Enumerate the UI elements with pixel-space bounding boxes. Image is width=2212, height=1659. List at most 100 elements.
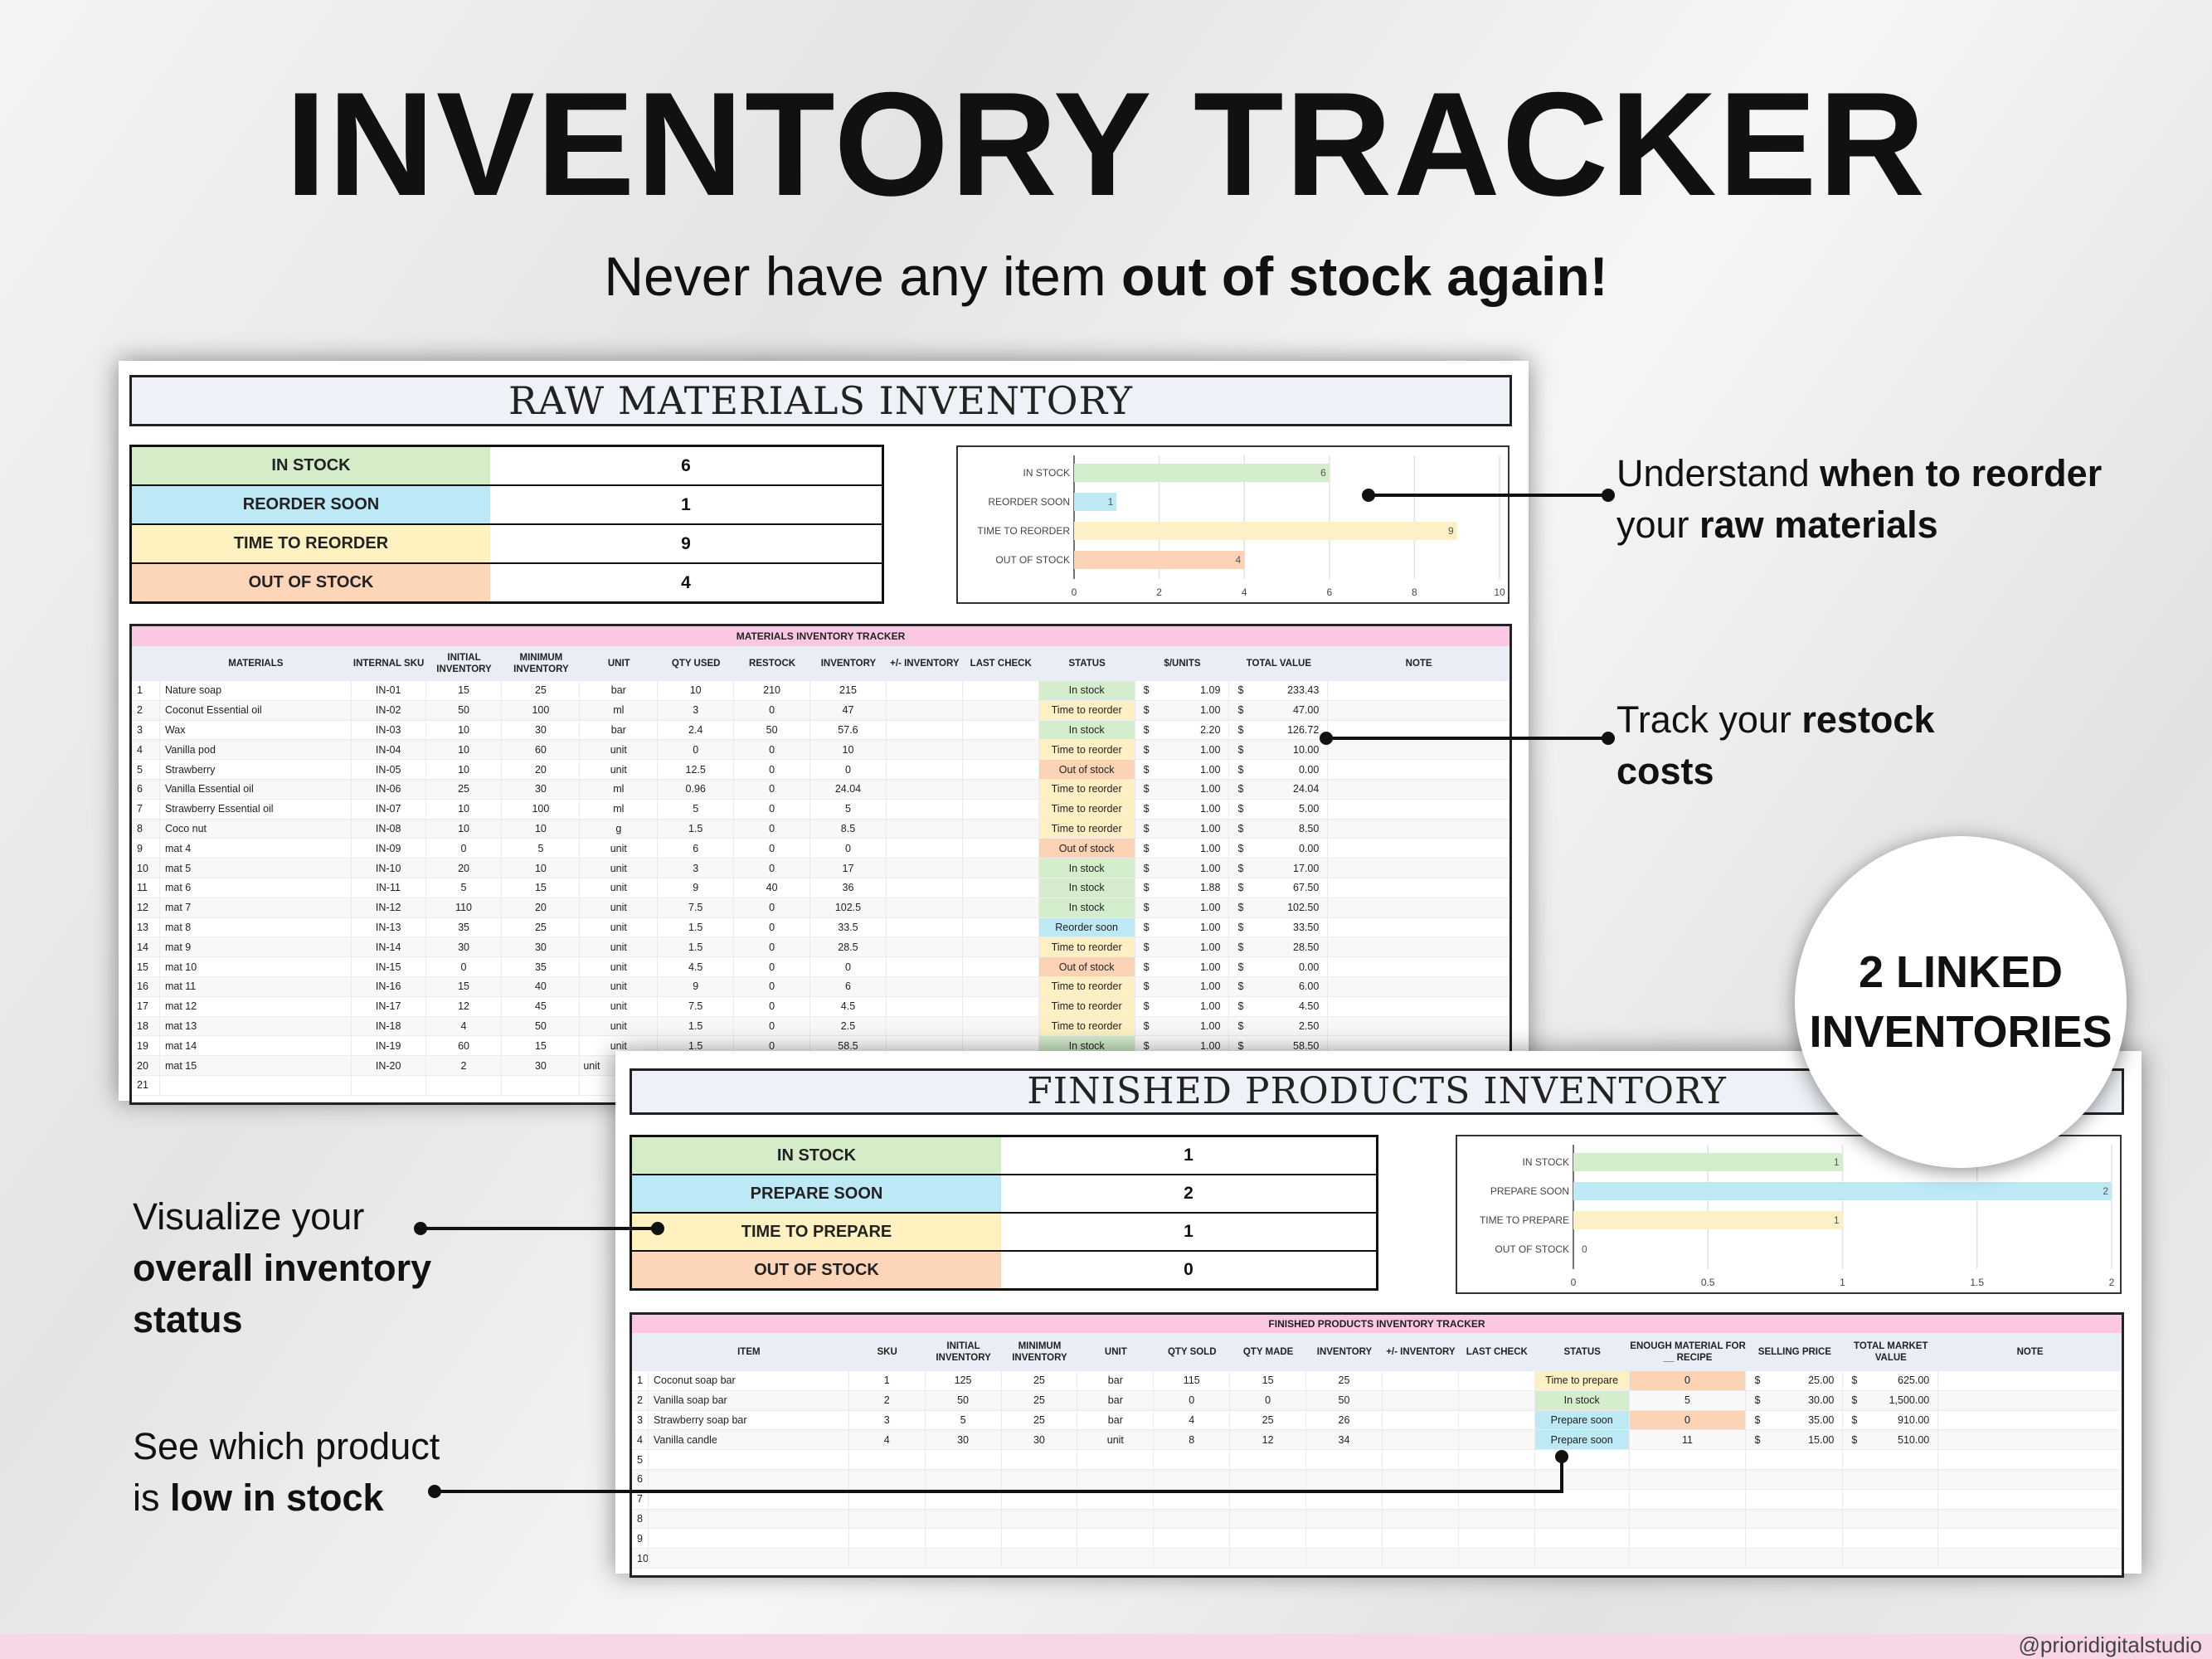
table-cell[interactable] bbox=[1002, 1469, 1078, 1489]
table-cell[interactable] bbox=[887, 779, 963, 799]
table-cell[interactable]: unit bbox=[580, 976, 659, 996]
table-row[interactable]: 7 bbox=[632, 1489, 2122, 1510]
status-cell[interactable]: Time to reorder bbox=[1038, 976, 1135, 996]
status-cell[interactable]: Time to reorder bbox=[1038, 740, 1135, 760]
table-cell[interactable] bbox=[963, 700, 1039, 720]
table-cell[interactable] bbox=[1938, 1410, 2122, 1430]
table-cell[interactable]: 0 bbox=[734, 957, 811, 976]
table-cell[interactable] bbox=[1746, 1509, 1844, 1529]
table-cell[interactable]: 20 bbox=[502, 898, 581, 917]
table-cell[interactable] bbox=[1328, 878, 1510, 898]
table-cell[interactable]: IN-20 bbox=[352, 1056, 426, 1075]
table-cell[interactable] bbox=[1938, 1489, 2122, 1509]
table-cell[interactable]: 7 bbox=[132, 799, 160, 819]
table-cell[interactable]: 215 bbox=[810, 681, 887, 700]
table-cell[interactable]: $1.00 bbox=[1135, 700, 1230, 720]
table-cell[interactable] bbox=[1938, 1529, 2122, 1549]
table-cell[interactable]: 0 bbox=[734, 1016, 811, 1036]
table-cell[interactable]: mat 7 bbox=[160, 898, 352, 917]
table-cell[interactable] bbox=[1938, 1509, 2122, 1529]
table-cell[interactable]: bar bbox=[1077, 1371, 1155, 1390]
table-cell[interactable]: $1.00 bbox=[1135, 779, 1230, 799]
table-cell[interactable] bbox=[963, 1036, 1039, 1056]
table-cell[interactable]: $0.00 bbox=[1229, 957, 1329, 976]
table-cell[interactable] bbox=[1459, 1489, 1535, 1509]
table-cell[interactable]: 5 bbox=[810, 799, 887, 819]
table-row[interactable]: 5 bbox=[632, 1450, 2122, 1470]
table-cell[interactable]: 3 bbox=[849, 1410, 926, 1430]
table-cell[interactable]: unit bbox=[580, 878, 659, 898]
table-cell[interactable] bbox=[1459, 1509, 1535, 1529]
table-cell[interactable] bbox=[1630, 1469, 1747, 1489]
table-cell[interactable] bbox=[1938, 1371, 2122, 1390]
table-cell[interactable]: Coco nut bbox=[160, 819, 352, 839]
table-cell[interactable]: ml bbox=[580, 700, 659, 720]
table-cell[interactable]: 5 bbox=[132, 760, 160, 779]
table-cell[interactable] bbox=[963, 720, 1039, 740]
table-cell[interactable]: unit bbox=[580, 740, 659, 760]
table-cell[interactable]: mat 6 bbox=[160, 878, 352, 898]
table-cell[interactable]: $24.04 bbox=[1229, 779, 1329, 799]
table-cell[interactable]: 4 bbox=[1154, 1410, 1231, 1430]
table-cell[interactable]: 1.5 bbox=[658, 1036, 735, 1056]
table-cell[interactable]: 25 bbox=[1002, 1410, 1078, 1430]
table-cell[interactable]: bar bbox=[580, 681, 659, 700]
table-cell[interactable] bbox=[887, 1016, 963, 1036]
table-cell[interactable]: 13 bbox=[132, 917, 160, 937]
table-cell[interactable]: 0 bbox=[734, 799, 811, 819]
table-cell[interactable]: mat 15 bbox=[160, 1056, 352, 1075]
table-cell[interactable]: 50 bbox=[926, 1390, 1002, 1410]
table-cell[interactable]: 5 bbox=[1630, 1390, 1747, 1410]
table-cell[interactable] bbox=[1459, 1549, 1535, 1568]
table-cell[interactable]: 40 bbox=[734, 878, 811, 898]
status-cell[interactable]: Time to reorder bbox=[1038, 779, 1135, 799]
table-cell[interactable] bbox=[887, 740, 963, 760]
table-cell[interactable] bbox=[1383, 1390, 1459, 1410]
table-cell[interactable] bbox=[1306, 1529, 1383, 1549]
table-cell[interactable]: $28.50 bbox=[1229, 937, 1329, 957]
table-cell[interactable]: 7 bbox=[632, 1489, 649, 1509]
table-cell[interactable]: 25 bbox=[1002, 1390, 1078, 1410]
table-cell[interactable] bbox=[1306, 1509, 1383, 1529]
table-cell[interactable]: 25 bbox=[502, 917, 581, 937]
table-cell[interactable]: 5 bbox=[658, 799, 735, 819]
table-cell[interactable] bbox=[963, 799, 1039, 819]
table-cell[interactable]: mat 9 bbox=[160, 937, 352, 957]
table-cell[interactable]: unit bbox=[580, 1036, 659, 1056]
table-cell[interactable]: Strawberry soap bar bbox=[649, 1410, 849, 1430]
table-cell[interactable]: $510.00 bbox=[1843, 1430, 1939, 1450]
table-cell[interactable]: 30 bbox=[926, 1430, 1002, 1450]
table-cell[interactable] bbox=[887, 839, 963, 859]
table-cell[interactable] bbox=[926, 1549, 1002, 1568]
table-cell[interactable]: 25 bbox=[1306, 1371, 1383, 1390]
table-cell[interactable] bbox=[1154, 1509, 1231, 1529]
table-cell[interactable]: mat 8 bbox=[160, 917, 352, 937]
table-cell[interactable]: $233.43 bbox=[1229, 681, 1329, 700]
table-cell[interactable]: 0 bbox=[734, 819, 811, 839]
table-cell[interactable]: 50 bbox=[502, 1016, 581, 1036]
status-cell[interactable]: Time to prepare bbox=[1534, 1371, 1630, 1390]
table-cell[interactable]: 15 bbox=[502, 878, 581, 898]
table-cell[interactable]: 18 bbox=[132, 1016, 160, 1036]
table-cell[interactable] bbox=[1230, 1469, 1307, 1489]
table-cell[interactable] bbox=[1328, 1016, 1510, 1036]
table-cell[interactable]: 15 bbox=[426, 681, 503, 700]
table-cell[interactable]: $1.00 bbox=[1135, 917, 1230, 937]
table-cell[interactable]: 3 bbox=[658, 700, 735, 720]
table-cell[interactable]: 0 bbox=[1230, 1390, 1307, 1410]
table-cell[interactable]: 7.5 bbox=[658, 996, 735, 1016]
table-cell[interactable]: 30 bbox=[502, 779, 581, 799]
table-cell[interactable] bbox=[1746, 1529, 1844, 1549]
table-cell[interactable]: IN-02 bbox=[352, 700, 426, 720]
table-cell[interactable]: 20 bbox=[426, 859, 503, 878]
table-cell[interactable]: 0 bbox=[810, 760, 887, 779]
table-cell[interactable]: IN-18 bbox=[352, 1016, 426, 1036]
table-cell[interactable]: 30 bbox=[1002, 1430, 1078, 1450]
table-cell[interactable]: mat 14 bbox=[160, 1036, 352, 1056]
table-cell[interactable] bbox=[1938, 1390, 2122, 1410]
table-cell[interactable] bbox=[963, 681, 1039, 700]
